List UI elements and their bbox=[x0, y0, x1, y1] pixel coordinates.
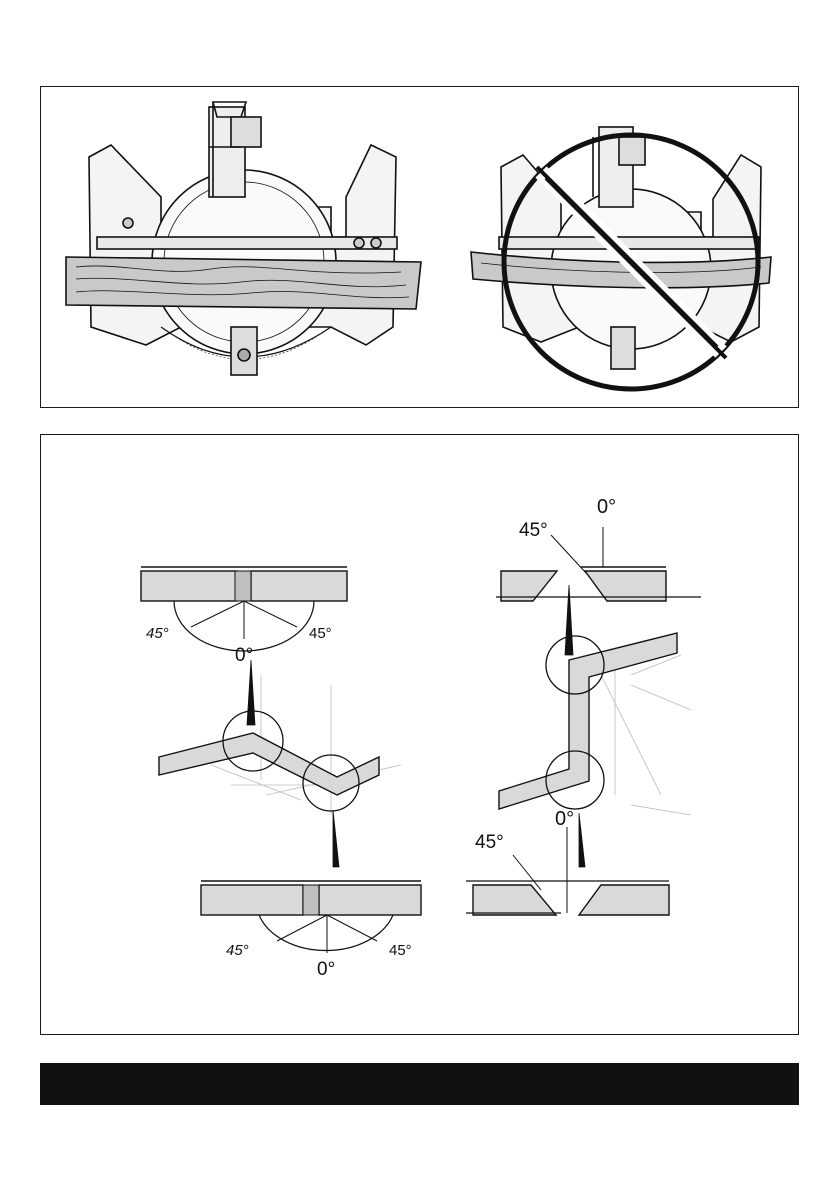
miter-saw-prohibited bbox=[471, 127, 771, 389]
right-top-angle-straight: 0° bbox=[597, 496, 616, 518]
left-bottom-angle-left: 45° bbox=[226, 942, 249, 959]
left-top-angle-center: 0° bbox=[235, 645, 253, 666]
figure-panel-saw bbox=[40, 86, 799, 408]
footer-bar bbox=[40, 1063, 799, 1105]
angle-diagrams: 45° 0° 45° 45° 0° 45° bbox=[41, 435, 800, 1036]
left-top-angle-left: 45° bbox=[146, 625, 169, 642]
right-top-angle-bevel: 45° bbox=[519, 520, 548, 541]
right-bottom-angle-bevel: 45° bbox=[475, 832, 504, 853]
left-bottom-angle-center: 0° bbox=[317, 959, 335, 980]
left-bottom-angle-right: 45° bbox=[389, 942, 412, 959]
figure-panel-angles: 45° 0° 45° 45° 0° 45° bbox=[40, 434, 799, 1035]
miter-diagram bbox=[141, 567, 421, 953]
bevel-diagram bbox=[466, 527, 701, 915]
left-top-angle-right: 45° bbox=[309, 625, 332, 642]
right-bottom-angle-straight: 0° bbox=[555, 808, 574, 830]
saw-illustrations bbox=[41, 87, 800, 409]
miter-saw-correct bbox=[66, 102, 421, 375]
